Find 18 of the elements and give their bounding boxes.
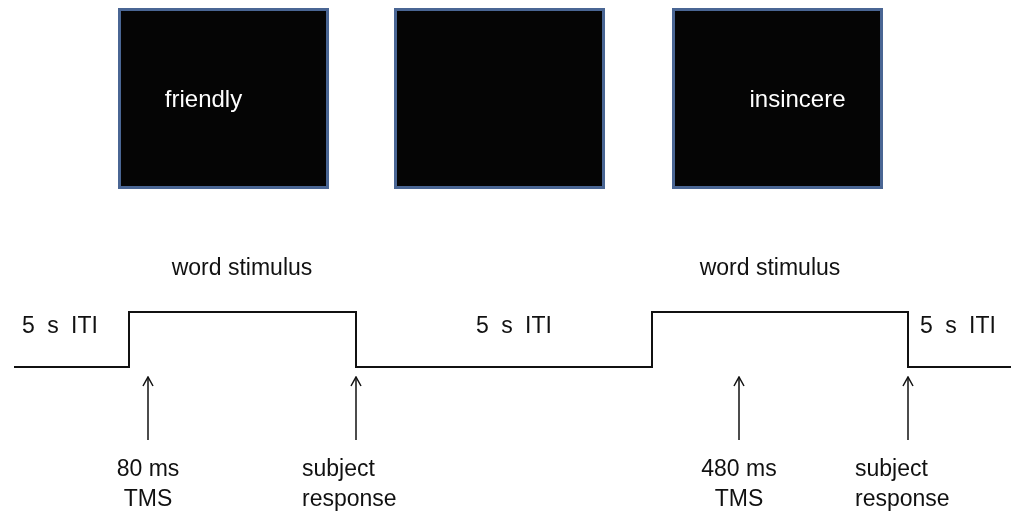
event-label: subject response xyxy=(855,454,951,513)
arrow xyxy=(733,376,745,441)
screen-panel xyxy=(394,8,605,189)
phase-label: word stimulus xyxy=(171,254,313,281)
interval-label: 5 s ITI xyxy=(476,312,552,339)
event-label: 80 ms TMS xyxy=(115,454,181,513)
event-label: subject response xyxy=(302,454,398,513)
screen-panel xyxy=(118,8,329,189)
interval-label: 5 s ITI xyxy=(920,312,996,339)
event-label: 480 ms TMS xyxy=(700,454,778,513)
interval-label: 5 s ITI xyxy=(22,312,98,339)
stimulus-word: friendly xyxy=(164,84,243,113)
arrow xyxy=(142,376,154,441)
arrow xyxy=(350,376,362,441)
screen-panel xyxy=(672,8,883,189)
stimulus-word: insincere xyxy=(749,84,846,113)
phase-label: word stimulus xyxy=(699,254,841,281)
arrow xyxy=(902,376,914,441)
